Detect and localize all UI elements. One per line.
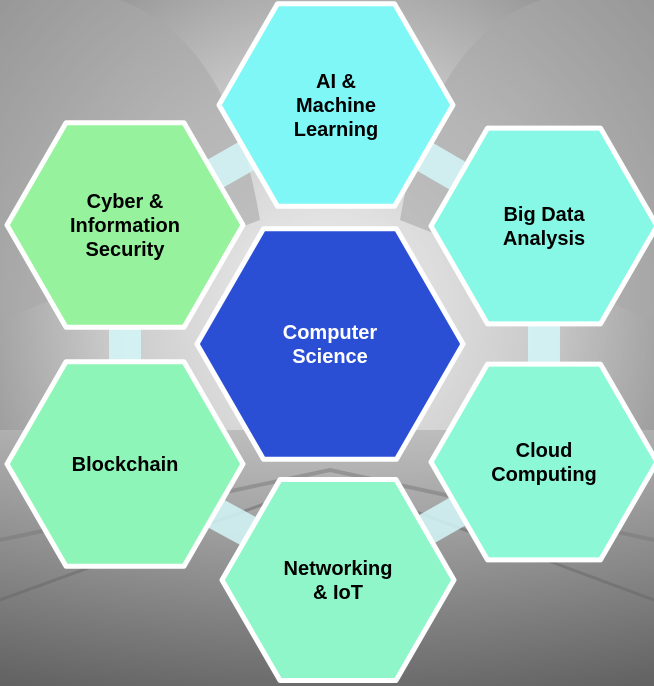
hexagon-ai-label-line: Learning	[294, 119, 378, 141]
hexagon-ai-label-line: AI &	[316, 71, 356, 93]
hexagon-cyber-label-line: Cyber &	[87, 191, 164, 213]
hexagon-computer-science-shape	[194, 226, 466, 462]
hexagon-cyber-label-line: Information	[70, 215, 180, 237]
hexagon-bigdata-label-line: Big Data	[503, 204, 585, 226]
hexagon-bigdata-shape	[428, 125, 654, 327]
hexagon-cloud-shape	[428, 361, 654, 563]
hexagon-cyber-label-line: Security	[86, 239, 166, 261]
hexagon-computer-science-label-line: Computer	[283, 322, 378, 344]
hexagon-networking-label-line: Networking	[284, 558, 393, 580]
hexagon-networking-shape	[219, 477, 457, 683]
hexagon-bigdata-label-line: Analysis	[503, 228, 585, 250]
hexagon-blockchain-label-line: Blockchain	[72, 454, 179, 476]
hexagon-cloud-label-line: Cloud	[516, 440, 573, 462]
hexagon-networking-label-line: & IoT	[313, 582, 363, 604]
hexagon-blockchain: Blockchain	[4, 359, 246, 569]
hexagon-ai-label-line: Machine	[296, 95, 376, 117]
hexagon-blockchain-shape	[4, 359, 246, 569]
hexagon-cloud-label-line: Computing	[491, 464, 597, 486]
hexagon-ai-shape	[216, 1, 456, 209]
hexagon-cyber-shape	[4, 120, 246, 330]
hexagon-networking: Networking& IoT	[219, 477, 457, 683]
hexagon-computer-science-label-line: Science	[292, 346, 368, 368]
